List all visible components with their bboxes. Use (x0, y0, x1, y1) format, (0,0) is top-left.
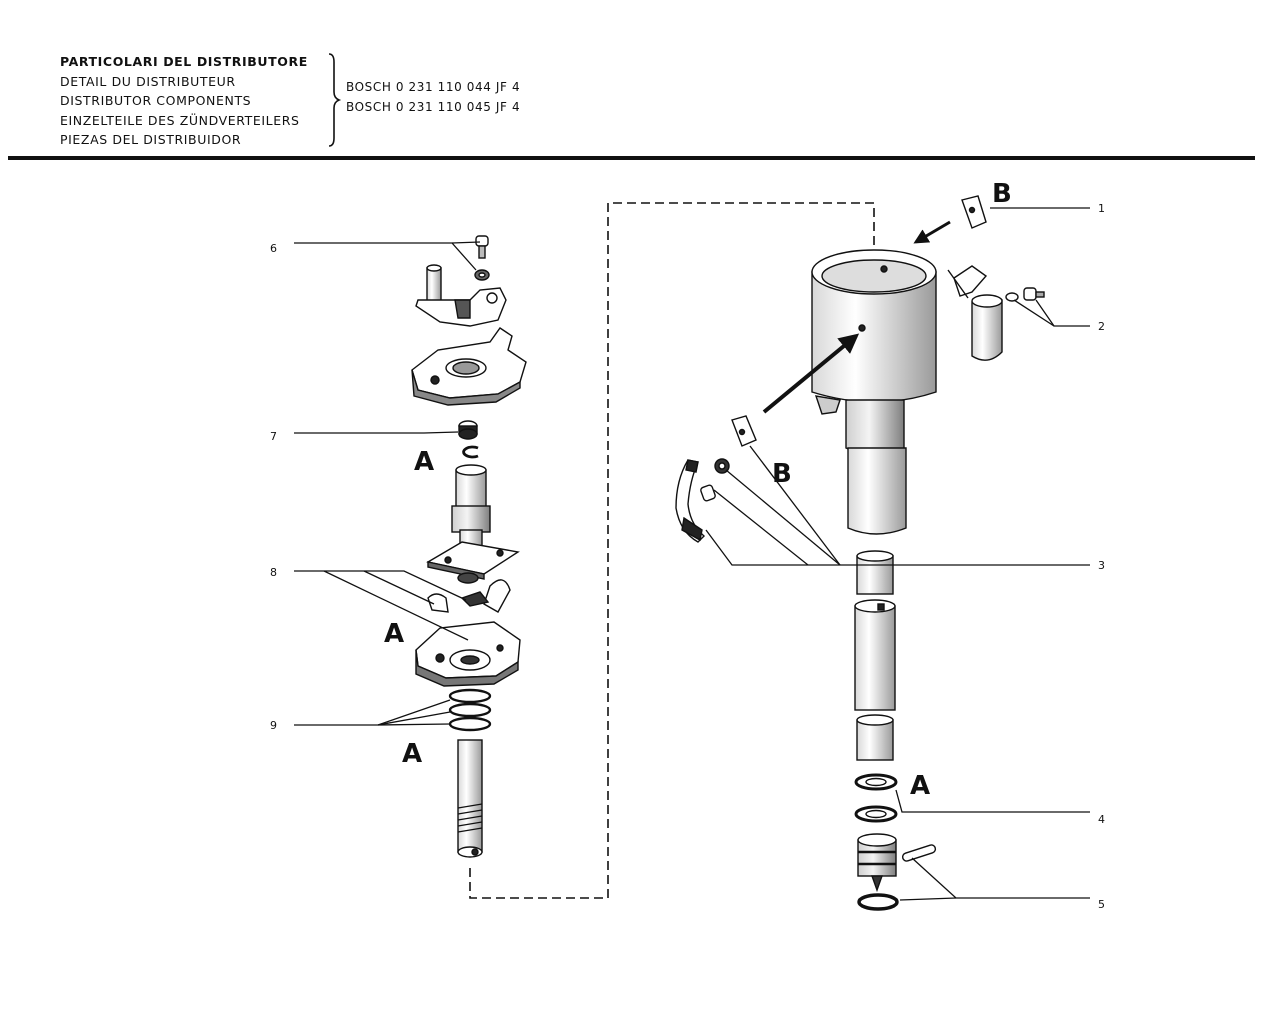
model-number-044: BOSCH 0 231 110 044 JF 4 (346, 80, 521, 94)
header-titles: PARTICOLARI DEL DISTRIBUTORE DETAIL DU D… (60, 52, 308, 150)
centrifugal-plate (415, 621, 521, 687)
label-a-washers: A (402, 739, 422, 769)
callout-1: 1 (1098, 202, 1105, 215)
title-english: DISTRIBUTOR COMPONENTS (60, 93, 252, 108)
label-a-felt: A (414, 447, 434, 477)
breaker-plate (415, 264, 507, 327)
rotor-arm-part-3 (675, 458, 730, 543)
callout-3: 3 (1098, 559, 1105, 572)
screw-part-6 (474, 235, 490, 281)
right-housing-assembly (675, 195, 1045, 911)
label-a-weights: A (384, 619, 404, 649)
label-b-top: B (992, 179, 1012, 209)
title-spanish: PIEZAS DEL DISTRIBUIDOR (60, 132, 242, 147)
label-a-right: A (910, 771, 930, 801)
callout-8: 8 (270, 566, 277, 579)
washers-part-4 (854, 773, 898, 823)
bushing-lower (856, 714, 894, 761)
title-french: DETAIL DU DISTRIBUTEUR (60, 73, 236, 89)
callout-7: 7 (270, 430, 277, 443)
title-german: EINZELTEILE DES ZÜNDVERTEILERS (60, 112, 300, 128)
cam (451, 464, 491, 557)
bushing-upper (856, 550, 894, 595)
circlip-a-top (462, 445, 479, 459)
clip-b-top (913, 195, 987, 244)
arrow-to-housing (762, 333, 860, 414)
callout-5: 5 (1098, 898, 1105, 911)
model-number-045: BOSCH 0 231 110 045 JF 4 (346, 99, 521, 114)
clip-b-lower (731, 415, 757, 447)
distributor-housing (811, 249, 937, 535)
header-brace (328, 53, 342, 147)
model-numbers: BOSCH 0 231 110 044 JF 4 BOSCH 0 231 110… (346, 78, 520, 117)
header-rule (8, 156, 1255, 160)
callout-4: 4 (1098, 813, 1105, 826)
callout-2: 2 (1098, 320, 1105, 333)
bushing-long (854, 599, 896, 711)
left-shaft-assembly (411, 235, 527, 858)
advance-plate (426, 541, 520, 584)
base-plate (411, 327, 527, 406)
felt-ring-part-7 (458, 420, 478, 440)
leader-lines (294, 207, 1090, 901)
callout-6: 6 (270, 242, 277, 255)
title-italian: PARTICOLARI DEL DISTRIBUTORE (60, 54, 308, 69)
condenser-part-2 (947, 265, 1045, 361)
label-b-lower: B (772, 459, 792, 489)
shaft-washers-part-9 (448, 688, 492, 732)
main-shaft (457, 739, 483, 858)
drive-gear-part-5 (857, 833, 937, 911)
callout-9: 9 (270, 719, 277, 732)
